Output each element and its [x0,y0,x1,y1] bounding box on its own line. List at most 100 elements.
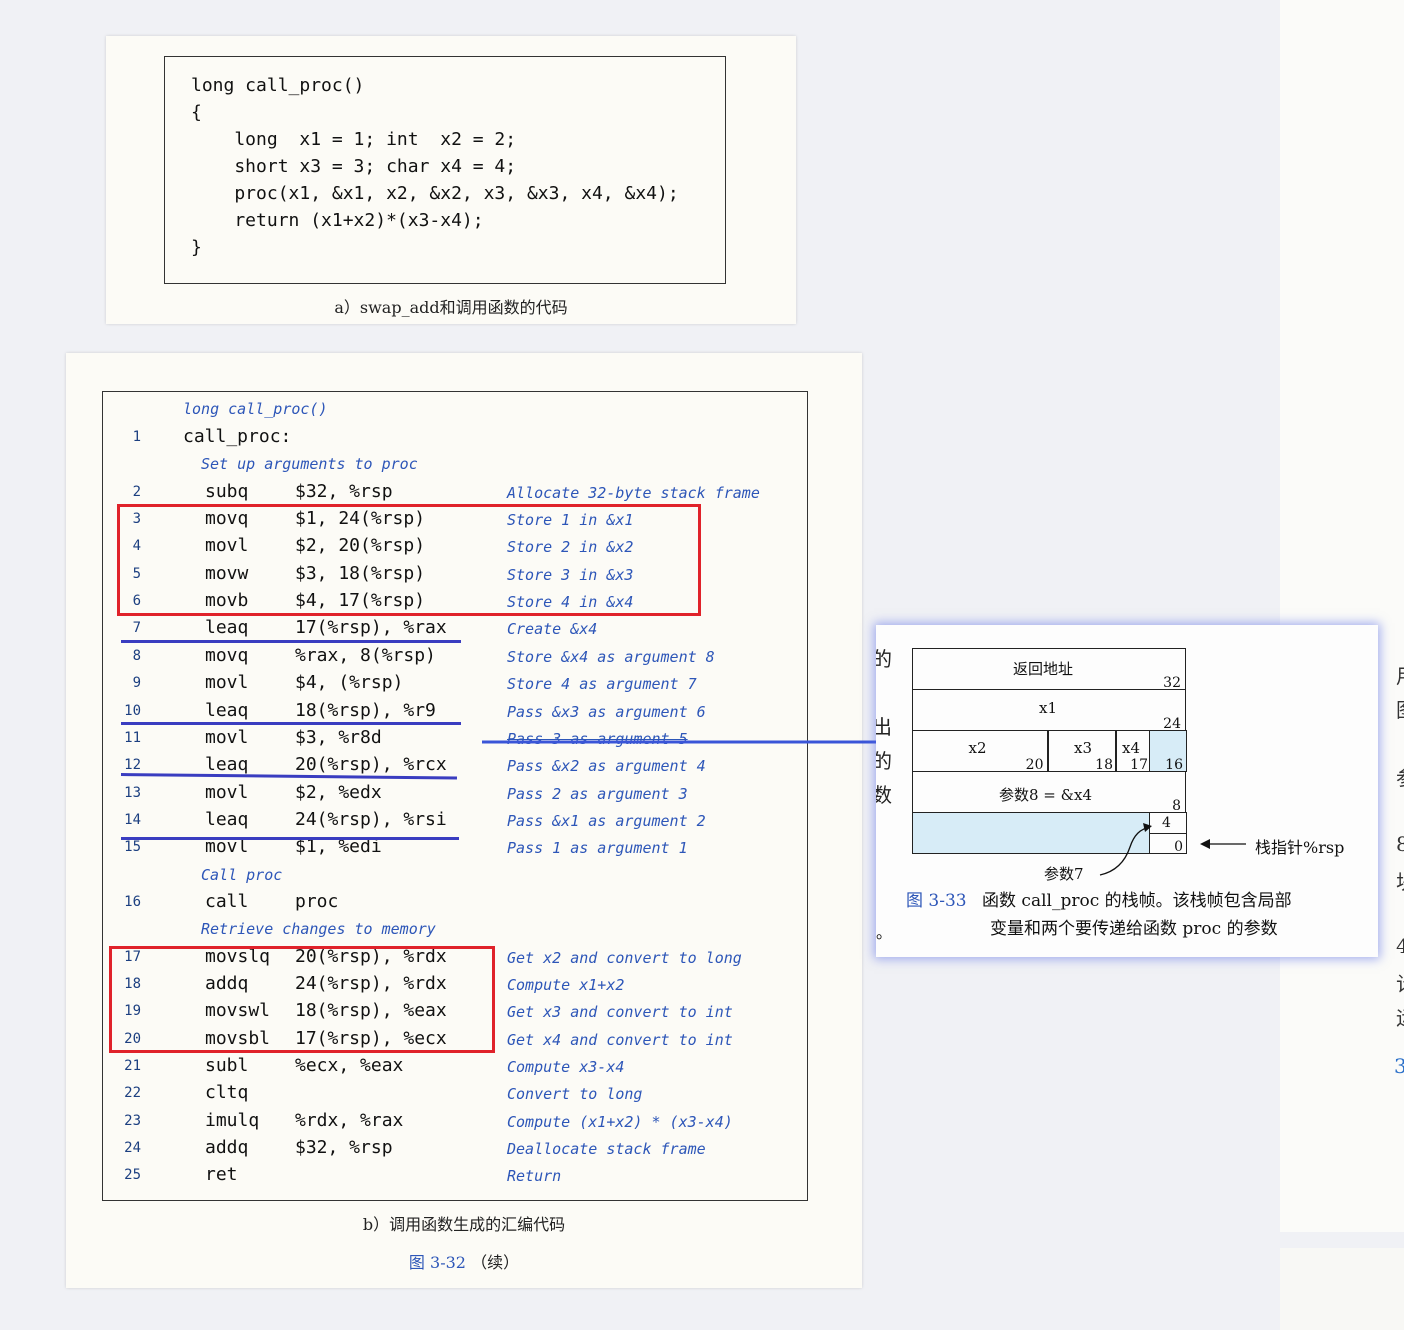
edge-glyph: 3 [1394,1054,1404,1078]
instruction-mnemonic: leaq [205,699,249,721]
section-comment: Set up arguments to proc [201,455,418,474]
instruction-mnemonic: leaq [205,754,249,776]
line-number: 6 [132,593,141,610]
instruction-mnemonic: movswl [205,1000,271,1022]
function-header: long call_proc() [183,400,328,418]
instruction-comment: Pass &x1 as argument 2 [507,811,706,830]
x3-label: x3 [1074,738,1093,757]
offset-16: 16 [1165,756,1183,773]
offset-4: 4 [1162,814,1171,831]
line-number: 2 [132,483,141,500]
caption-b: b）调用函数生成的汇编代码 [362,1215,566,1234]
edge-glyph: 运 [1396,1002,1404,1031]
line-number: 7 [132,620,141,637]
line-number: 10 [124,702,141,719]
x4-label: x4 [1122,738,1141,757]
instruction-operands: 24(%rsp), %rsi [295,808,447,830]
edge-glyph: 计 [1396,968,1404,997]
offset-18: 18 [1095,756,1113,773]
line-number: 24 [124,1140,141,1157]
instruction-mnemonic: movq [205,644,249,666]
section-comment: Retrieve changes to memory [201,920,436,939]
highlight-retrieve [109,946,495,1053]
offset-8: 8 [1172,798,1181,814]
instruction-mnemonic: subl [205,1055,249,1077]
section-comment: Call proc [201,865,283,884]
line-number: 9 [132,675,141,692]
instruction-comment: Get x3 and convert to int [507,1003,733,1022]
arg7-label: 参数7 [1044,865,1084,883]
instruction-mnemonic: movl [205,535,249,557]
line-number: 21 [124,1058,141,1075]
instruction-comment: Get x4 and convert to int [507,1030,733,1049]
caption-c-line2: 变量和两个要传递给函数 proc 的参数 [990,919,1278,939]
instruction-comment: Create &x4 [507,620,598,639]
instruction-comment: Store 3 in &x3 [507,565,634,584]
offset-20: 20 [1025,756,1044,773]
figure-label-b: 图 3-32 （续） [66,1249,862,1273]
instruction-operands: $32, %rsp [295,1137,393,1159]
line-number: 3 [132,511,141,528]
line-number: 11 [124,729,141,746]
cut-off-dot: 。 [876,923,893,942]
instruction-mnemonic: addq [205,1137,249,1159]
instruction-mnemonic: imulq [205,1109,260,1131]
instruction-mnemonic: movl [205,836,249,858]
edge-glyph: 块 [1396,866,1404,895]
cut-off-glyph: 的 [876,647,892,671]
code-line: return (x1+x2)*(x3-x4); [191,210,484,231]
instruction-mnemonic: movslq [205,945,271,967]
arg7-lower-half: 0 [1149,833,1187,855]
underline-line-10 [121,722,461,725]
instruction-mnemonic: movl [205,781,249,803]
padding-cell: 16 [1149,729,1187,773]
return-address-label: 返回地址 [1013,660,1074,678]
line-number: 12 [124,757,141,774]
instruction-operands: %rdx, %rax [295,1109,404,1131]
instruction-comment: Return [507,1167,562,1186]
arg8-label: 参数8 = &x4 [999,786,1093,804]
instruction-operands: 20(%rsp), %rdx [295,945,447,967]
instruction-comment: Deallocate stack frame [507,1140,706,1159]
highlight-local-stores [117,504,701,616]
line-number: 20 [124,1030,141,1047]
x2-cell: x2 20 [911,729,1049,773]
instruction-mnemonic: movq [205,508,249,530]
instruction-operands: 20(%rsp), %rcx [295,754,447,776]
figure-suffix: （续） [471,1253,520,1272]
instruction-comment: Pass &x3 as argument 6 [507,702,706,721]
source-code-box: long call_proc() { long x1 = 1; int x2 =… [164,56,726,284]
instruction-comment: Store 2 in &x2 [507,538,634,557]
x1-cell: x1 24 [912,689,1186,732]
instruction-mnemonic: addq [205,973,249,994]
rsp-label: 栈指针%rsp [1255,838,1345,857]
instruction-operands: $32, %rsp [295,480,393,502]
instruction-operands: proc [295,890,339,912]
instruction-operands: $2, %edx [295,781,382,803]
instruction-operands: $3, 18(%rsp) [295,562,426,584]
cut-off-glyph: 的 [876,749,892,773]
return-address-cell: 返回地址 32 [912,648,1186,691]
instruction-operands: $1, %edi [295,836,382,858]
x4-cell: x4 17 [1115,729,1151,773]
instruction-mnemonic: call_proc: [183,426,292,447]
instruction-comment: Allocate 32-byte stack frame [507,483,760,502]
instruction-mnemonic: ret [205,1164,238,1186]
instruction-operands: $1, 24(%rsp) [295,508,426,530]
instruction-comment: Pass 2 as argument 3 [507,784,688,803]
line-number: 16 [124,893,141,910]
instruction-comment: Compute x1+x2 [507,976,625,994]
edge-glyph: 4 [1396,934,1404,958]
line-number: 14 [124,811,141,828]
instruction-mnemonic: movb [205,590,249,612]
instruction-mnemonic: leaq [205,808,249,830]
instruction-mnemonic: movl [205,726,249,748]
instruction-operands: 17(%rsp), %rax [295,617,447,639]
line-number: 8 [132,647,141,664]
arg7-upper-half: 4 [1149,811,1187,835]
instruction-mnemonic: call [205,890,249,912]
instruction-comment: Store 4 in &x4 [507,593,634,612]
code-line: long x1 = 1; int x2 = 2; [191,129,517,150]
